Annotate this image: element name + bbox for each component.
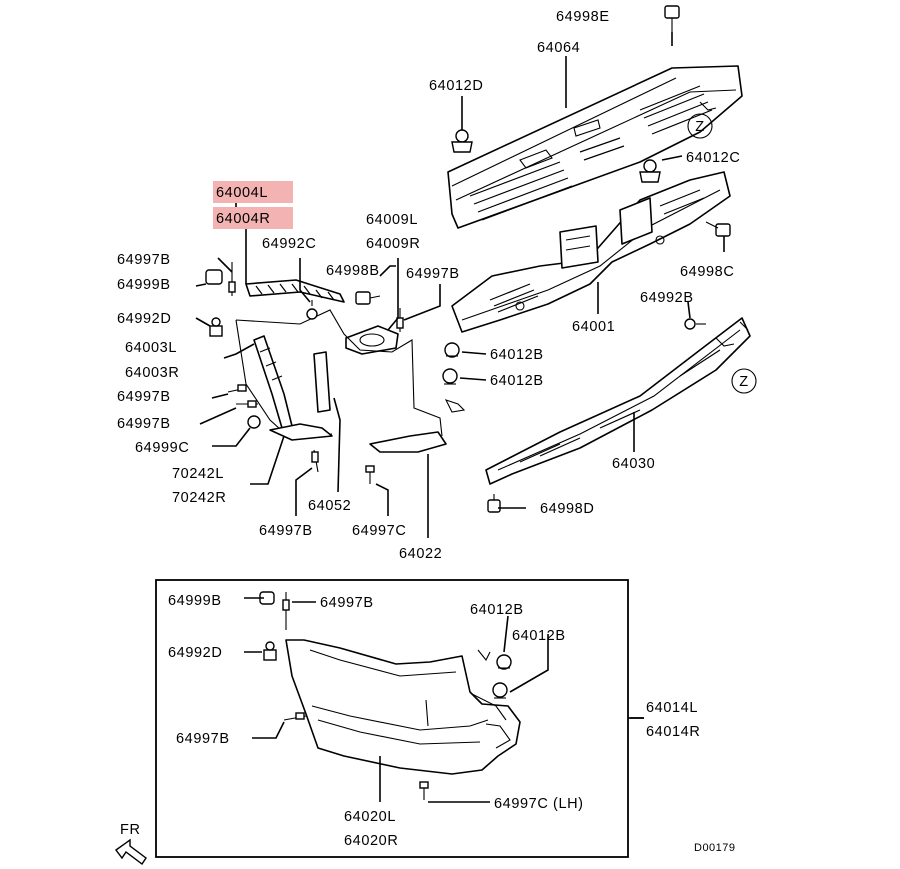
front-indicator: FR — [115, 822, 147, 866]
label-64998C: 64998C — [680, 264, 734, 280]
label-64001: 64001 — [572, 319, 615, 335]
label-64020L: 64020L — [344, 809, 396, 825]
label-64012B: 64012B — [512, 628, 566, 644]
clip-icon — [496, 654, 512, 670]
part-64064-step-rail — [447, 65, 743, 229]
label-64003L: 64003L — [125, 340, 177, 356]
label-64004R: 64004R — [216, 211, 270, 227]
pin-icon — [311, 449, 319, 473]
label-64012D: 64012D — [429, 78, 483, 94]
highlight-64004L — [213, 181, 293, 203]
part-main-body-panel — [235, 309, 466, 453]
label-64997B: 64997B — [406, 266, 460, 282]
label-64999B: 64999B — [117, 277, 171, 293]
label-64992C: 64992C — [262, 236, 316, 252]
label-64003R: 64003R — [125, 365, 179, 381]
label-70242R: 70242R — [172, 490, 226, 506]
label-64009L: 64009L — [366, 212, 418, 228]
pin-icon — [365, 465, 375, 484]
label-64992D: 64992D — [168, 645, 222, 661]
pin-icon — [228, 262, 236, 296]
view-marker-label: Z — [695, 119, 704, 135]
label-64997B: 64997B — [117, 416, 171, 432]
clip-icon — [444, 342, 460, 358]
label-64997B: 64997B — [117, 389, 171, 405]
clip-icon — [442, 368, 458, 385]
bolt-icon — [664, 5, 680, 32]
label-64012B: 64012B — [490, 347, 544, 363]
label-64030: 64030 — [612, 456, 655, 472]
label-64012B: 64012B — [490, 373, 544, 389]
label-64020R: 64020R — [344, 833, 398, 849]
label-64998E: 64998E — [556, 9, 610, 25]
label-64997B: 64997B — [320, 595, 374, 611]
clip-icon — [451, 129, 473, 153]
break-lines — [477, 101, 735, 662]
label-64992D: 64992D — [117, 311, 171, 327]
view-marker-label: Z — [739, 374, 748, 390]
pin-icon — [227, 384, 247, 393]
pin-icon — [283, 712, 307, 721]
part-64001-frame — [451, 171, 731, 333]
label-64997B: 64997B — [176, 731, 230, 747]
pin-icon — [419, 781, 429, 800]
clip-icon — [492, 682, 508, 699]
view-marker-z-top: Z — [687, 113, 713, 139]
cap-icon — [205, 269, 223, 285]
label-64999B: 64999B — [168, 593, 222, 609]
screw-icon — [306, 300, 318, 320]
screw-icon — [684, 318, 706, 330]
clip-icon — [639, 159, 661, 183]
label-64012C: 64012C — [686, 150, 740, 166]
pin-icon — [396, 308, 404, 332]
label-64012B: 64012B — [470, 602, 524, 618]
part-64009-bracket — [345, 325, 399, 355]
bolt-icon — [487, 494, 501, 513]
label-64064: 64064 — [537, 40, 580, 56]
part-64020-side-cover — [285, 639, 521, 775]
label-64052: 64052 — [308, 498, 351, 514]
label-64022: 64022 — [399, 546, 442, 562]
label-64997B: 64997B — [259, 523, 313, 539]
arrow-icon — [115, 838, 147, 866]
part-64004-molding — [245, 279, 345, 303]
fasteners — [205, 5, 731, 800]
label-64998B: 64998B — [326, 263, 380, 279]
label-64009R: 64009R — [366, 236, 420, 252]
bolt-icon — [705, 221, 731, 237]
label-64997C: 64997C — [352, 523, 406, 539]
part-64030-lower-rail — [485, 317, 751, 485]
pin-icon — [236, 400, 258, 408]
label-64997C-lh: 64997C (LH) — [494, 796, 584, 812]
bolt-icon — [355, 291, 381, 305]
label-64004L: 64004L — [216, 185, 268, 201]
label-64997B: 64997B — [117, 252, 171, 268]
highlight-64004R — [213, 207, 293, 229]
label-64992B: 64992B — [640, 290, 694, 306]
label-70242L: 70242L — [172, 466, 224, 482]
screw-icon — [209, 317, 223, 337]
label-64998D: 64998D — [540, 501, 594, 517]
label-64014R: 64014R — [646, 724, 700, 740]
front-indicator-label: FR — [120, 822, 141, 838]
pin-icon — [282, 592, 290, 630]
screw-icon — [263, 641, 277, 661]
label-64014L: 64014L — [646, 700, 698, 716]
label-64999C: 64999C — [135, 440, 189, 456]
part-labels: 64998E 64064 64012D 64012C 64004L 64004R… — [117, 9, 740, 849]
diagram-code: D00179 — [694, 842, 736, 854]
cap-icon — [247, 415, 261, 429]
view-marker-z-lower: Z — [731, 368, 757, 394]
